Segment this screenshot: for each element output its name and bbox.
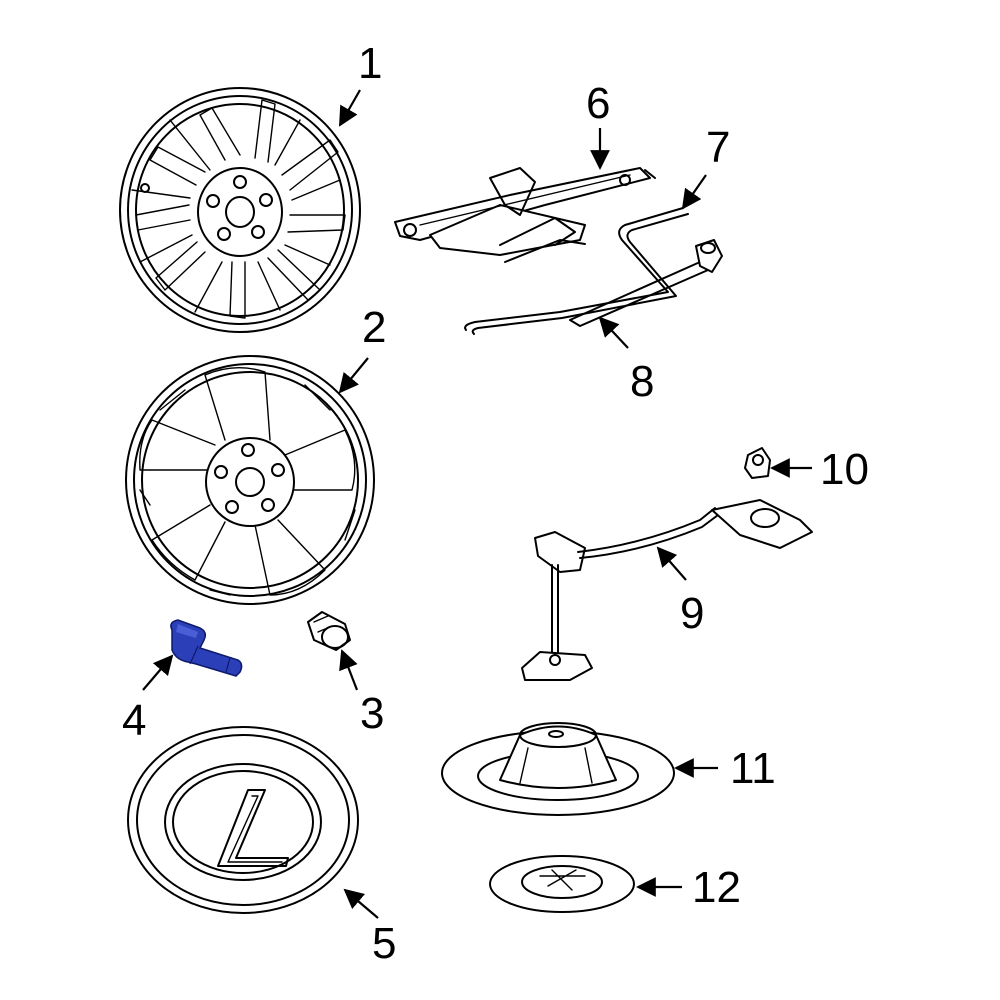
callout-12: 12	[692, 863, 741, 912]
callout-11: 11	[730, 744, 776, 793]
wheel-1[interactable]	[119, 87, 361, 333]
callout-4: 4	[122, 696, 146, 745]
jack-6[interactable]	[394, 167, 656, 263]
callout-9: 9	[680, 589, 704, 638]
emblem-icon	[217, 789, 289, 867]
lug-nut-3[interactable]	[307, 611, 351, 651]
spacer-12[interactable]	[489, 855, 635, 913]
callout-7: 7	[706, 123, 730, 172]
wheel-2[interactable]	[125, 355, 375, 605]
leader-arrows	[142, 89, 812, 919]
callout-8: 8	[630, 357, 654, 406]
callout-5: 5	[372, 919, 396, 968]
callout-6: 6	[586, 79, 610, 128]
callout-10: 10	[820, 445, 869, 494]
valve-stem-4[interactable]	[170, 619, 243, 677]
carrier-9[interactable]	[521, 499, 813, 681]
lug-wrench-8[interactable]	[569, 239, 723, 327]
callout-3: 3	[360, 689, 384, 738]
jack-handle-7[interactable]	[464, 207, 689, 335]
spare-cover-11[interactable]	[441, 722, 675, 816]
bracket-10[interactable]	[744, 447, 771, 479]
callout-2: 2	[362, 303, 386, 352]
callout-1: 1	[358, 39, 382, 88]
wheel-cover-5[interactable]	[127, 726, 359, 914]
